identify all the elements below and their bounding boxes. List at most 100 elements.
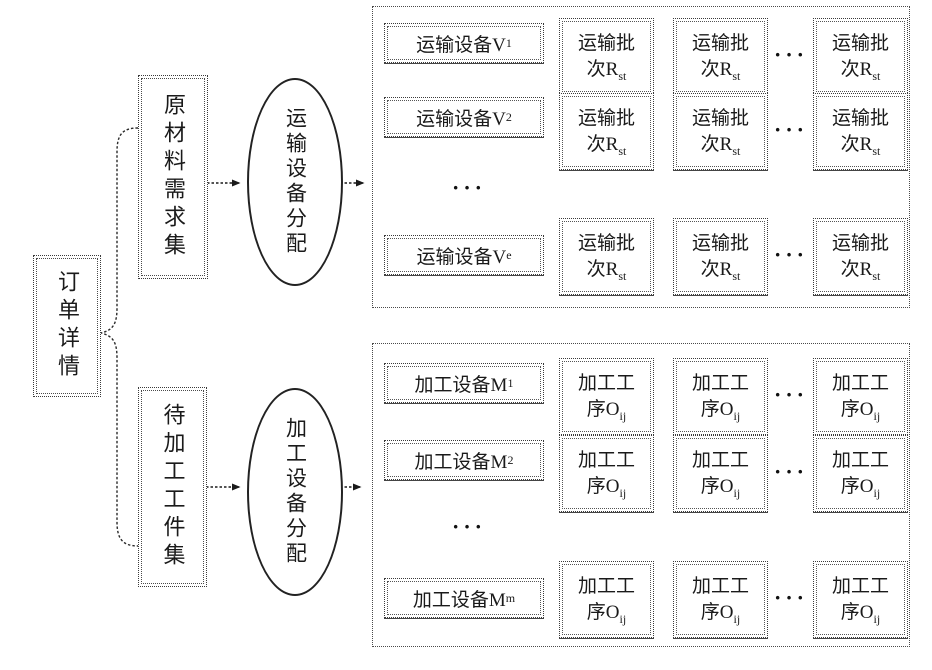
op-line2: 序Oij bbox=[587, 397, 626, 423]
op-line2-text: 序O bbox=[840, 398, 874, 420]
batch-line2-text: 次R bbox=[700, 58, 733, 80]
batch-line1: 运输批 bbox=[577, 107, 635, 129]
op-line2: 序Oij bbox=[587, 474, 626, 500]
raw-material-set-box: 原材料需求集 bbox=[138, 75, 208, 279]
transport-device-label: 运输设备V bbox=[416, 108, 506, 130]
transport-allocation-ellipse: 运输设备分配 bbox=[247, 78, 343, 286]
process-op-box: 加工工 序Oij bbox=[813, 561, 908, 638]
op-subscript: ij bbox=[873, 408, 881, 423]
op-subscript: ij bbox=[733, 408, 741, 423]
transport-batch-box: 运输批 次Rst bbox=[813, 18, 908, 95]
batch-line1: 运输批 bbox=[691, 32, 749, 54]
batch-line2: 次Rst bbox=[841, 257, 881, 283]
op-chain-ellipsis: ··· bbox=[773, 382, 808, 407]
batch-line2-text: 次R bbox=[840, 258, 873, 280]
transport-batch-box: 运输批 次Rst bbox=[813, 218, 908, 295]
op-line1: 加工工 bbox=[831, 449, 889, 471]
batch-subscript: st bbox=[618, 68, 627, 83]
batch-line2-text: 次R bbox=[840, 133, 873, 155]
process-op-box: 加工工 序Oij bbox=[559, 561, 654, 638]
raw-material-set-label: 原材料需求集 bbox=[161, 93, 186, 261]
transport-batch-box: 运输批 次Rst bbox=[559, 93, 654, 170]
batch-line2: 次Rst bbox=[587, 57, 627, 83]
op-line1: 加工工 bbox=[691, 449, 749, 471]
batch-line1: 运输批 bbox=[691, 107, 749, 129]
batch-subscript: st bbox=[872, 268, 881, 283]
op-line2-text: 序O bbox=[700, 601, 734, 623]
transport-batch-box: 运输批 次Rst bbox=[813, 93, 908, 170]
batch-line1: 运输批 bbox=[691, 232, 749, 254]
op-subscript: ij bbox=[619, 485, 627, 500]
op-line2-text: 序O bbox=[586, 601, 620, 623]
transport-batch-box: 运输批 次Rst bbox=[673, 93, 768, 170]
batch-line2: 次Rst bbox=[841, 57, 881, 83]
workpiece-set-label: 待加工工件集 bbox=[160, 403, 186, 571]
batch-subscript: st bbox=[732, 68, 741, 83]
op-line1: 加工工 bbox=[831, 372, 889, 394]
op-line2: 序Oij bbox=[701, 474, 740, 500]
op-line1: 加工工 bbox=[577, 372, 635, 394]
op-subscript: ij bbox=[619, 408, 627, 423]
op-line1: 加工工 bbox=[691, 372, 749, 394]
batch-line1: 运输批 bbox=[831, 32, 889, 54]
batch-line2-text: 次R bbox=[840, 58, 873, 80]
batch-line1: 运输批 bbox=[577, 232, 635, 254]
batch-line2-text: 次R bbox=[586, 58, 619, 80]
batch-line2-text: 次R bbox=[586, 258, 619, 280]
transport-batch-box: 运输批 次Rst bbox=[673, 218, 768, 295]
process-device-label: 加工设备M bbox=[412, 589, 506, 611]
batch-line1: 运输批 bbox=[831, 107, 889, 129]
process-device-ellipsis: ··· bbox=[451, 514, 486, 539]
op-subscript: ij bbox=[733, 485, 741, 500]
batch-subscript: st bbox=[732, 143, 741, 158]
op-subscript: ij bbox=[619, 611, 627, 626]
batch-subscript: st bbox=[618, 268, 627, 283]
op-line2: 序Oij bbox=[841, 600, 880, 626]
op-chain-ellipsis: ··· bbox=[773, 585, 808, 610]
op-line2-text: 序O bbox=[586, 475, 620, 497]
process-op-box: 加工工 序Oij bbox=[813, 358, 908, 435]
op-line1: 加工工 bbox=[577, 575, 635, 597]
op-line2-text: 序O bbox=[700, 398, 734, 420]
op-line2: 序Oij bbox=[701, 397, 740, 423]
transport-device-label: 运输设备V bbox=[416, 246, 507, 268]
transport-batch-box: 运输批 次Rst bbox=[673, 18, 768, 95]
batch-line2: 次Rst bbox=[587, 257, 627, 283]
batch-chain-ellipsis: ··· bbox=[773, 117, 808, 142]
transport-device-ellipsis: ··· bbox=[451, 175, 486, 200]
transport-batch-box: 运输批 次Rst bbox=[559, 218, 654, 295]
process-allocation-ellipse: 加工设备分配 bbox=[247, 388, 343, 596]
op-line2: 序Oij bbox=[841, 397, 880, 423]
batch-line2: 次Rst bbox=[701, 257, 741, 283]
process-op-box: 加工工 序Oij bbox=[673, 561, 768, 638]
process-op-box: 加工工 序Oij bbox=[559, 435, 654, 512]
workpiece-set-box: 待加工工件集 bbox=[138, 387, 207, 587]
batch-line1: 运输批 bbox=[831, 232, 889, 254]
op-chain-ellipsis: ··· bbox=[773, 459, 808, 484]
op-subscript: ij bbox=[873, 485, 881, 500]
op-line1: 加工工 bbox=[577, 449, 635, 471]
batch-line2-text: 次R bbox=[700, 133, 733, 155]
process-allocation-label: 加工设备分配 bbox=[283, 417, 308, 567]
batch-line2-text: 次R bbox=[586, 133, 619, 155]
op-line2-text: 序O bbox=[700, 475, 734, 497]
batch-line2: 次Rst bbox=[701, 57, 741, 83]
order-brace-connector bbox=[100, 127, 139, 547]
batch-line2-text: 次R bbox=[700, 258, 733, 280]
op-line1: 加工工 bbox=[831, 575, 889, 597]
order-details-box: 订单详情 bbox=[33, 255, 101, 397]
batch-line2: 次Rst bbox=[701, 132, 741, 158]
process-op-box: 加工工 序Oij bbox=[559, 358, 654, 435]
batch-line1: 运输批 bbox=[577, 32, 635, 54]
batch-chain-ellipsis: ··· bbox=[773, 242, 808, 267]
order-details-label: 订单详情 bbox=[55, 270, 80, 382]
op-line1: 加工工 bbox=[691, 575, 749, 597]
